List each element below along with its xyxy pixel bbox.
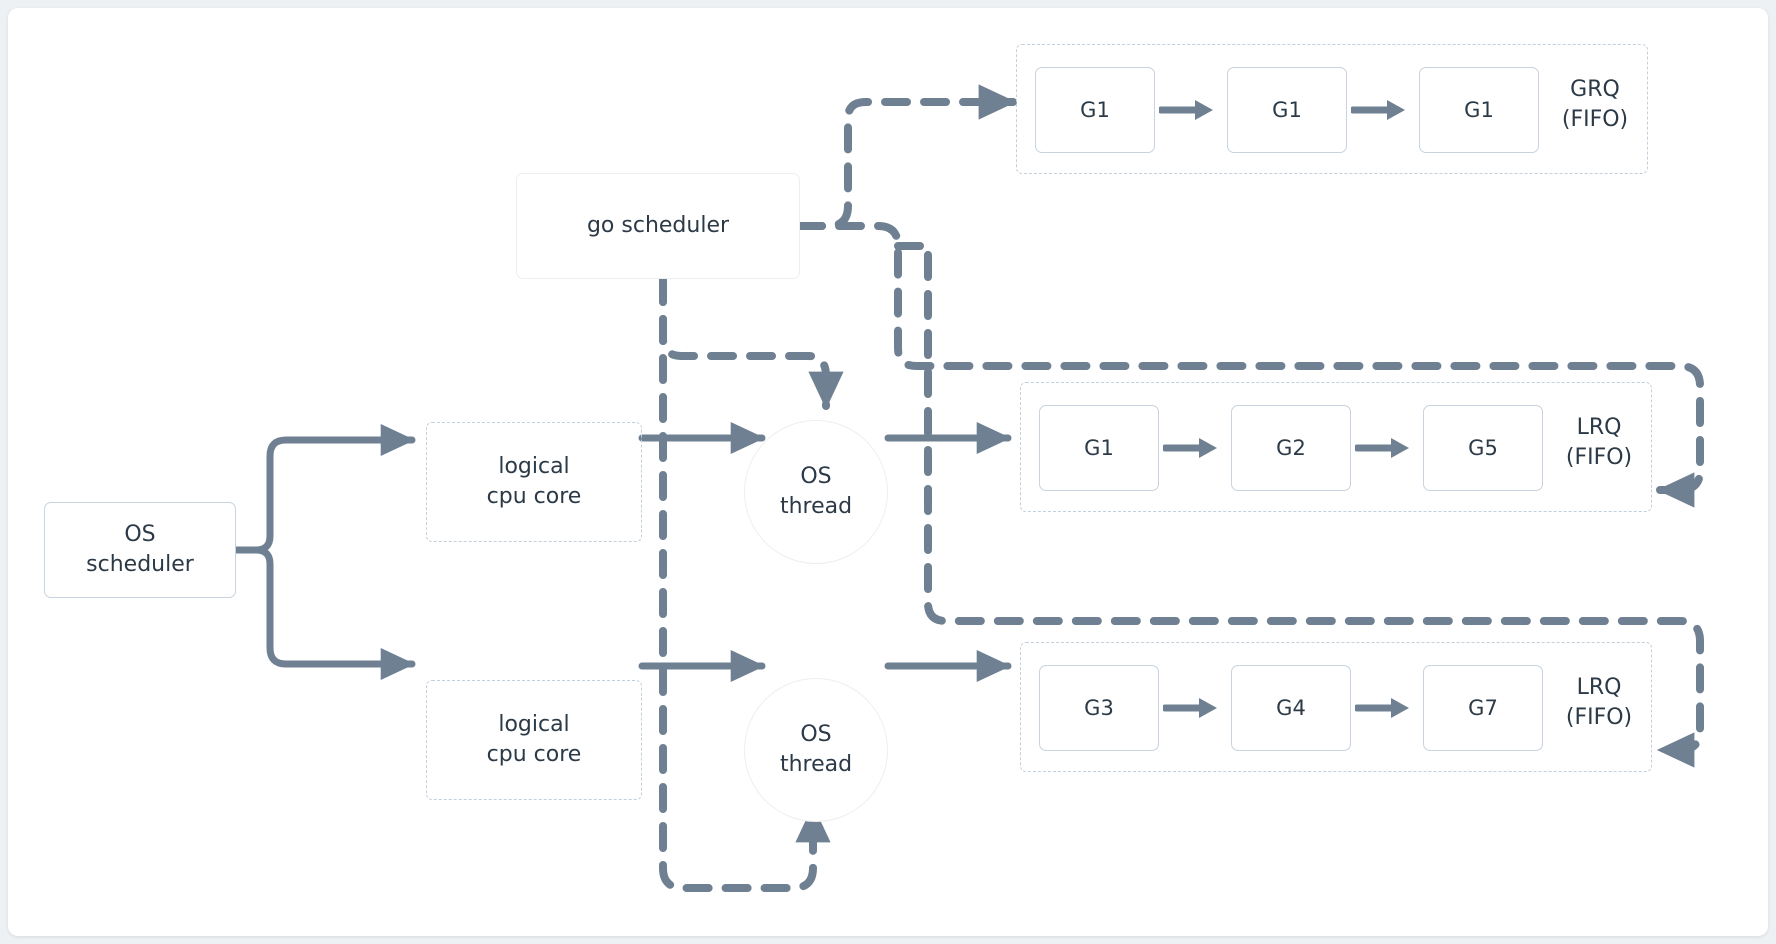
goroutine-box[interactable]: G5 — [1423, 405, 1543, 491]
wire-gosched-to-thread1 — [659, 276, 844, 410]
wire-gosched-to-grq — [796, 84, 1017, 230]
goroutine-box[interactable]: G7 — [1423, 665, 1543, 751]
queue-lrq-1: G1 G2 G5 LRQ (FIFO) — [1020, 382, 1652, 512]
goroutine-box[interactable]: G1 — [1419, 67, 1539, 153]
goroutine-box[interactable]: G3 — [1039, 665, 1159, 751]
queue-label-lrq-2: LRQ (FIFO) — [1565, 675, 1633, 730]
wire-steal-into-lrq2 — [894, 242, 1704, 768]
goroutine-box[interactable]: G1 — [1035, 67, 1155, 153]
node-os-thread-2[interactable]: OS thread — [744, 678, 888, 822]
wire-os-sched-to-core2 — [232, 546, 416, 681]
queue-label-grq: GRQ (FIFO) — [1561, 77, 1629, 132]
node-os-scheduler[interactable]: OS scheduler — [44, 502, 236, 598]
goroutine-box[interactable]: G4 — [1231, 665, 1351, 751]
connector-layer — [232, 84, 1704, 892]
node-logical-cpu-core-1[interactable]: logical cpu core — [426, 422, 642, 542]
diagram-canvas: OS scheduler go scheduler logical cpu co… — [8, 8, 1768, 936]
goroutine-box[interactable]: G1 — [1039, 405, 1159, 491]
node-logical-cpu-core-2[interactable]: logical cpu core — [426, 680, 642, 800]
queue-arrow-icon — [1351, 100, 1405, 120]
goroutine-box[interactable]: G1 — [1227, 67, 1347, 153]
goroutine-box[interactable]: G2 — [1231, 405, 1351, 491]
wire-steal-into-lrq1 — [796, 222, 1704, 508]
queue-arrow-icon — [1159, 100, 1213, 120]
queue-arrow-icon — [1163, 698, 1217, 718]
queue-arrow-icon — [1355, 438, 1409, 458]
wire-os-sched-to-core1 — [232, 423, 416, 554]
queue-arrow-icon — [1163, 438, 1217, 458]
queue-arrow-icon — [1355, 698, 1409, 718]
queue-grq: G1 G1 G1 GRQ (FIFO) — [1016, 44, 1648, 174]
queue-label-lrq-1: LRQ (FIFO) — [1565, 415, 1633, 470]
wire-gosched-to-thread2 — [659, 276, 831, 892]
node-os-thread-1[interactable]: OS thread — [744, 420, 888, 564]
queue-lrq-2: G3 G4 G7 LRQ (FIFO) — [1020, 642, 1652, 772]
node-go-scheduler[interactable]: go scheduler — [516, 173, 800, 279]
